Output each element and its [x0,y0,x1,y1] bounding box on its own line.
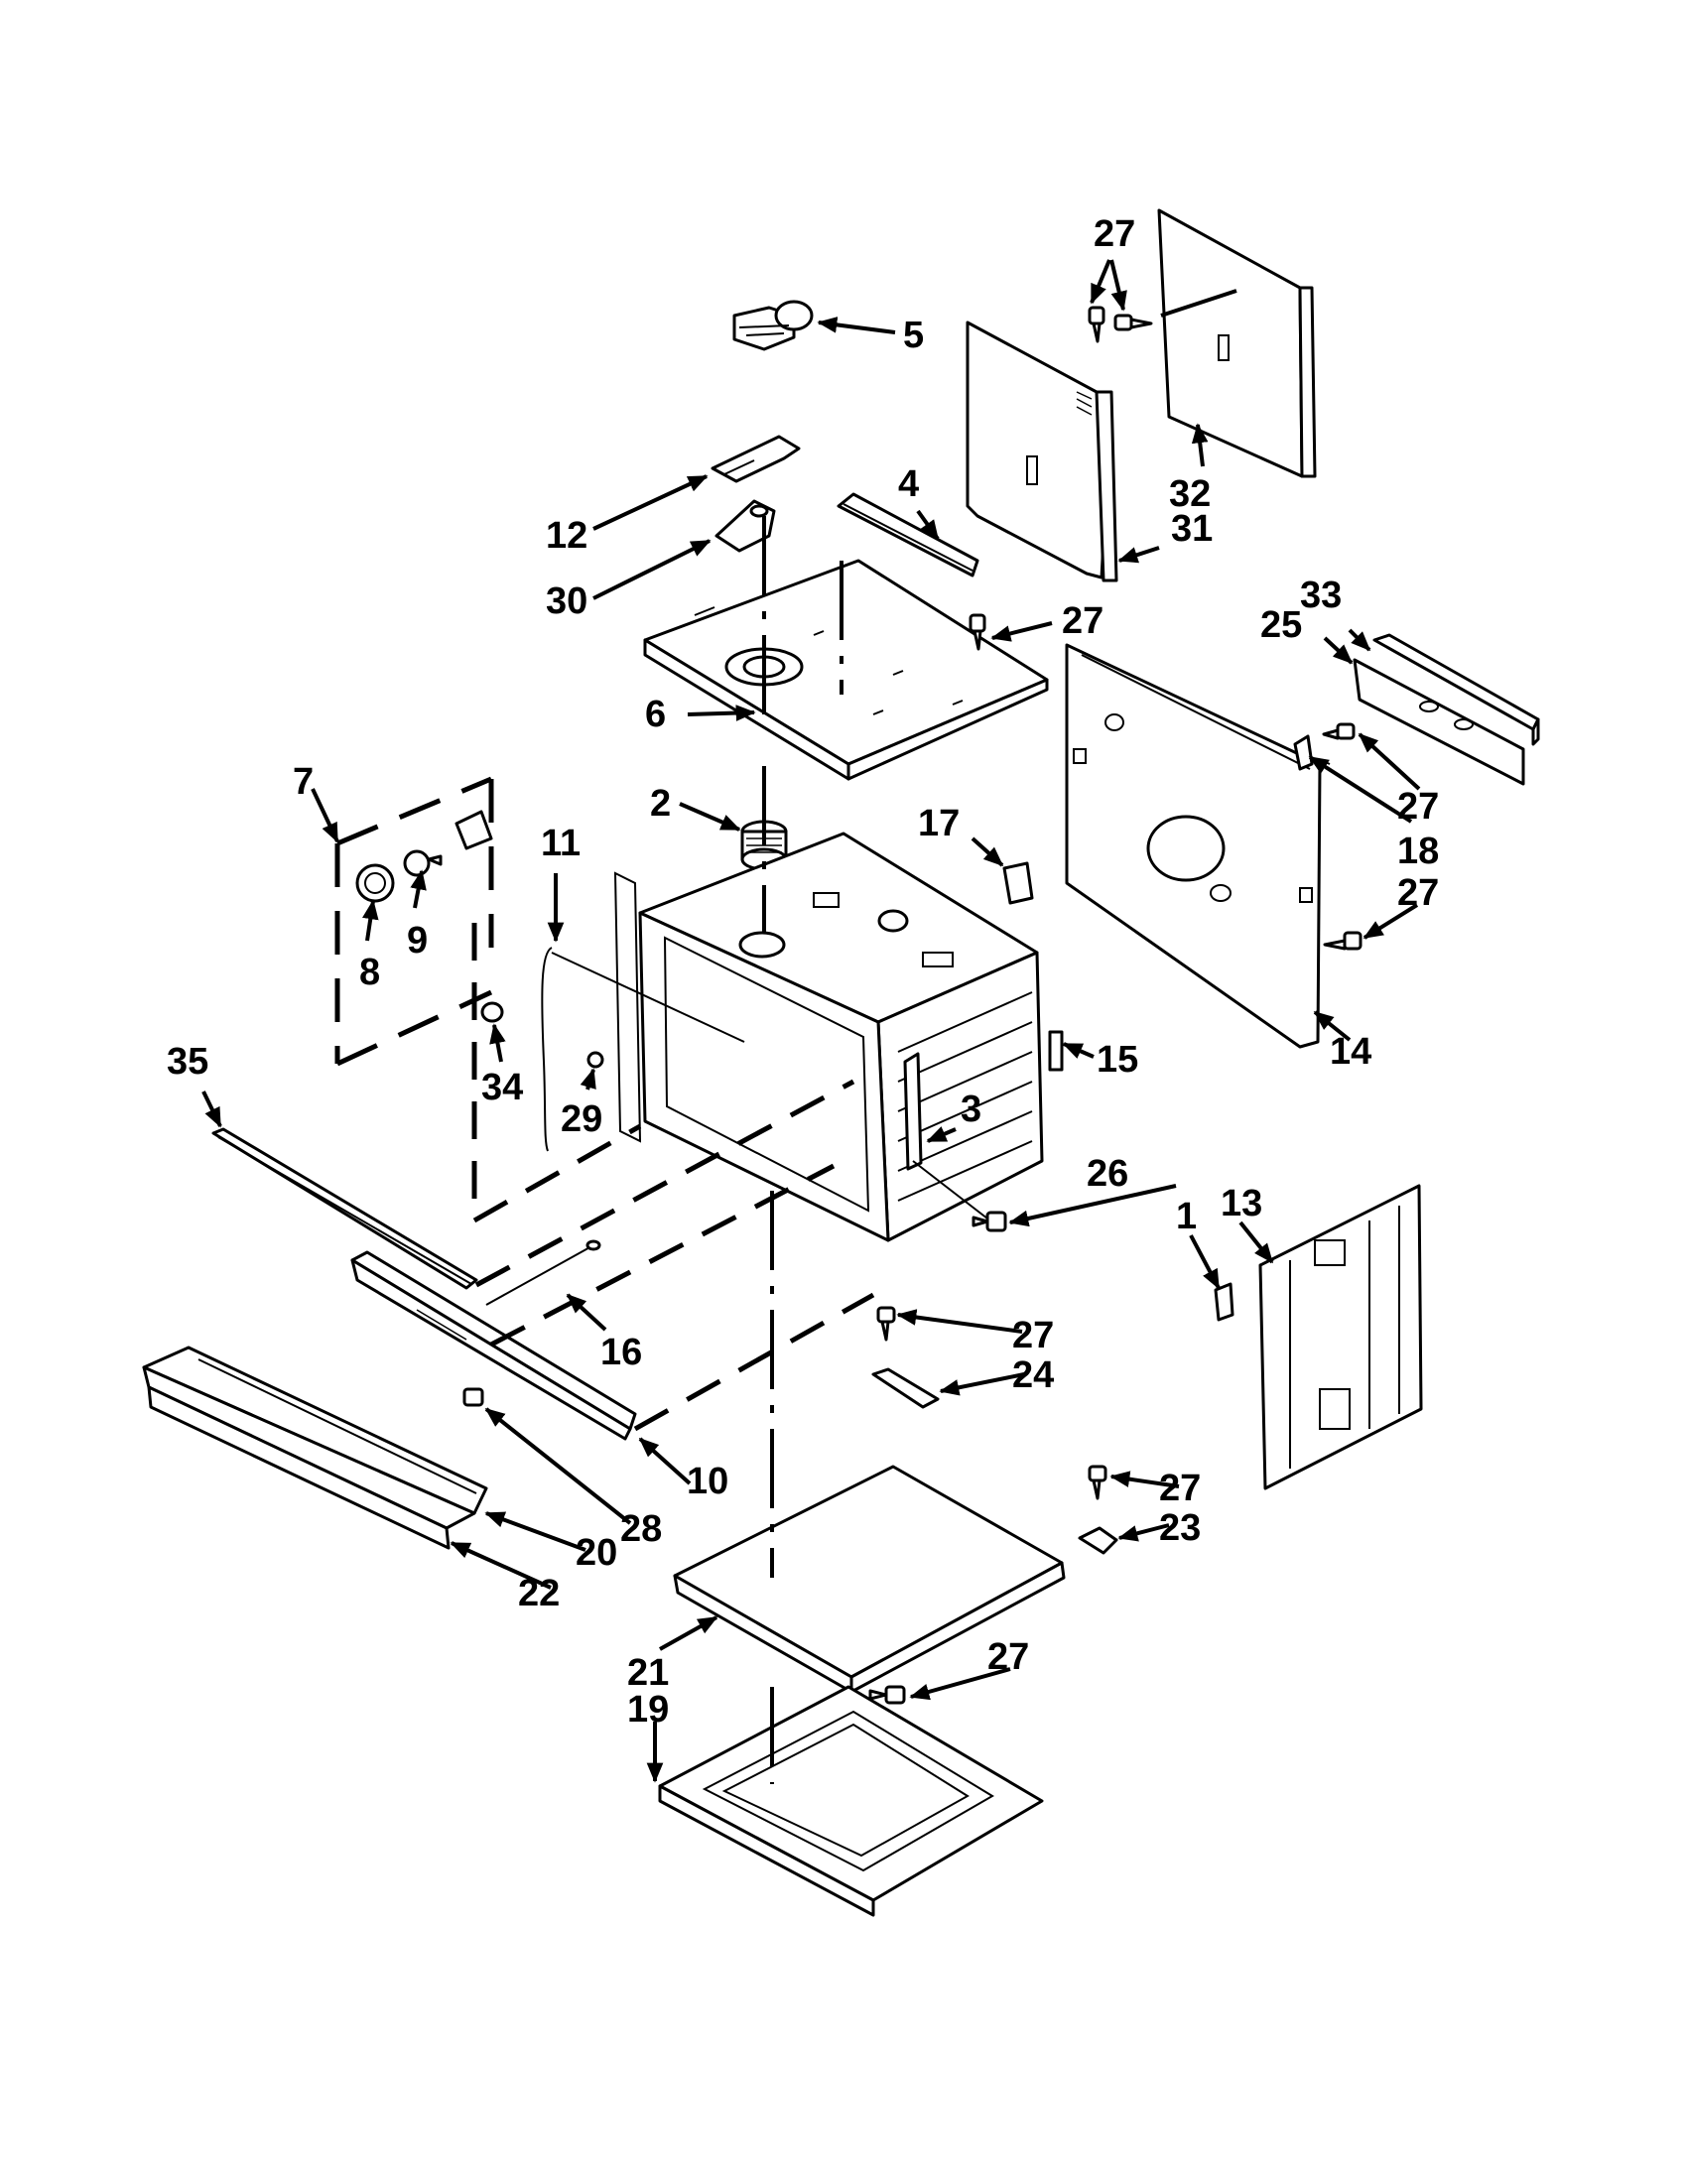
callout-8: 8 [359,952,380,993]
part-27-screw-6 [969,613,986,651]
part-16-rod [485,1239,601,1306]
part-35-trim-strip [211,1127,478,1290]
callout-34: 34 [481,1067,523,1108]
callout-labels: 27 5 4 12 32 31 30 27 33 25 6 2 17 27 18… [167,213,1439,1731]
callout-14: 14 [1330,1031,1371,1073]
part-27-screw-24 [876,1306,896,1342]
part-27-screw-23 [1088,1465,1107,1500]
callout-5: 5 [903,315,924,356]
part-7-socket [454,810,493,850]
callout-19: 19 [627,1689,669,1731]
part-18-clip [1293,734,1314,771]
part-4-trim-bracket [837,492,979,578]
callout-15: 15 [1097,1039,1138,1081]
callout-4: 4 [898,463,919,505]
part-20-trim-panel [142,1346,488,1530]
callout-27: 27 [1397,786,1439,828]
part-22-trim-cover [147,1385,451,1550]
part-3-side-bracket [903,1052,923,1171]
callout-20: 20 [576,1532,617,1574]
callout-6: 6 [645,694,666,735]
part-27-screw-14 [1323,931,1363,951]
callout-23: 23 [1159,1507,1201,1549]
callout-11: 11 [541,823,581,864]
part-5-thermostat-assembly [732,300,814,351]
leader-lines [201,259,1421,1783]
callout-27: 27 [1094,213,1135,255]
part-27-screw-25 [1322,722,1356,740]
callout-32: 32 [1169,473,1211,515]
callout-7: 7 [293,761,314,803]
callout-27: 27 [1159,1468,1201,1509]
part-33-rail [1372,633,1540,746]
part-29-screw [586,1051,604,1069]
part-31-side-panel [966,321,1118,582]
part-14-back-panel [1065,643,1322,1049]
part-25-bracket [1353,658,1525,786]
part-8-lens [355,863,395,903]
part-17-clip [1002,861,1034,905]
part-15-hinge-receptacle [1048,1030,1064,1072]
callout-17: 17 [918,803,960,844]
callout-12: 12 [546,515,587,557]
part-23-bracket [1078,1526,1118,1555]
part-24-bracket [871,1367,940,1409]
part-9-bulb [403,849,443,877]
callout-27: 27 [987,1636,1029,1678]
oven-cavity [613,832,1044,1242]
callout-22: 22 [518,1573,560,1614]
part-26-screw [972,1211,1007,1232]
callout-16: 16 [600,1332,642,1373]
callout-3: 3 [961,1089,981,1130]
part-6-top-shield [643,559,1049,781]
callout-9: 9 [407,920,428,962]
part-28-screw [462,1387,484,1407]
callout-27: 27 [1062,600,1103,642]
callout-33: 33 [1300,575,1342,616]
callout-24: 24 [1012,1354,1054,1396]
callout-30: 30 [546,580,587,622]
callout-25: 25 [1260,604,1302,646]
callout-28: 28 [620,1508,662,1550]
part-13-door-liner [1258,1184,1423,1490]
part-19-oven-bottom [658,1685,1044,1917]
callout-31: 31 [1171,508,1213,550]
callout-21: 21 [627,1652,669,1694]
callout-18: 18 [1397,831,1439,872]
part-11-harness [541,947,553,1152]
callout-27: 27 [1397,872,1439,914]
assembly-lines [334,286,1331,1784]
callout-13: 13 [1221,1183,1262,1224]
callout-10: 10 [687,1461,728,1502]
callout-26: 26 [1087,1153,1128,1195]
part-12-bracket [711,435,801,483]
part-34-grommet [480,1001,504,1023]
callout-29: 29 [561,1098,602,1140]
callout-1: 1 [1176,1196,1197,1237]
part-32-rear-panel [1157,208,1317,478]
callout-35: 35 [167,1041,208,1083]
part-1-clip [1214,1282,1234,1322]
part-30-bracket [714,499,776,553]
part-27-screws-top [1088,306,1153,343]
callout-27: 27 [1012,1315,1054,1356]
part-21-bottom-panel [673,1465,1066,1694]
callout-2: 2 [650,783,671,825]
part-27-screw-21 [868,1685,906,1705]
